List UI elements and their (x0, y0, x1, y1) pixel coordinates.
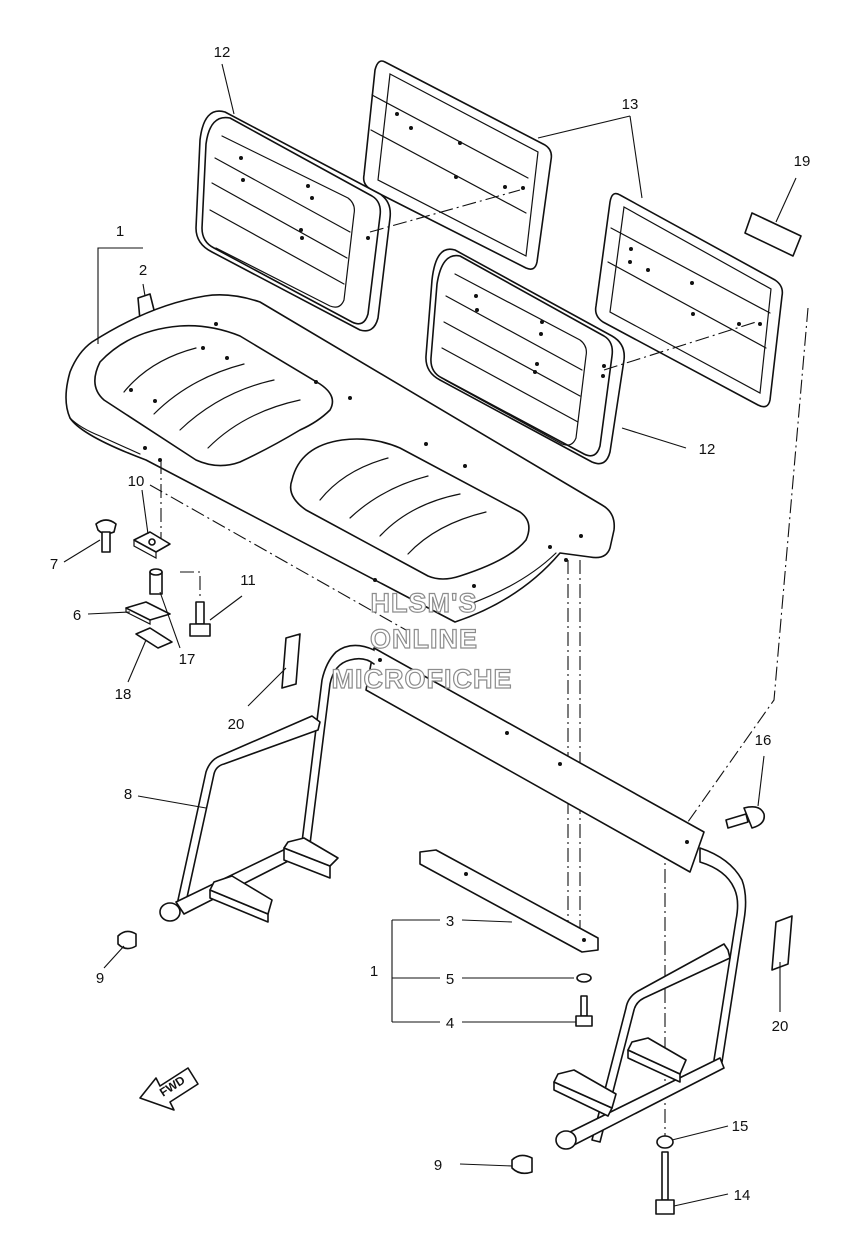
callout-5: 5 (446, 971, 454, 988)
callout-19: 19 (794, 153, 811, 170)
backrest-panel-13-right (594, 192, 784, 408)
callout-16: 16 (755, 732, 772, 749)
callout-8: 8 (124, 786, 132, 803)
callout-7: 7 (50, 556, 58, 573)
plate-3 (419, 849, 599, 953)
bolt-7 (95, 519, 117, 553)
end-cap-9-left (117, 930, 137, 950)
callout-20-left: 20 (228, 716, 245, 733)
watermark-line-1: HLSM'S (371, 588, 478, 618)
callout-1-top: 1 (116, 223, 124, 240)
label-sticker-20-right (771, 915, 793, 971)
bracket-10 (133, 531, 171, 560)
backrest-panel-13-center (362, 60, 553, 270)
callout-4: 4 (446, 1015, 454, 1032)
bolt-16 (725, 806, 766, 829)
bolt-14 (655, 1151, 675, 1215)
washer-5 (576, 973, 592, 983)
plate-18 (135, 627, 173, 649)
callout-9-left: 9 (96, 970, 104, 987)
callout-14: 14 (734, 1187, 751, 1204)
watermark-line-2: ONLINE (370, 624, 478, 654)
callout-2: 2 (139, 262, 147, 279)
backrest-cushion-12-right (425, 248, 626, 465)
seat-cushion-1 (65, 294, 616, 623)
callout-10: 10 (128, 473, 145, 490)
watermark: HLSM'S ONLINE MICROFICHE (331, 587, 513, 694)
callout-11: 11 (240, 572, 256, 589)
end-cap-9-right (511, 1154, 533, 1175)
seat-frame-8 (159, 644, 747, 1150)
callout-3: 3 (446, 913, 454, 930)
callout-6: 6 (73, 607, 81, 624)
callout-18: 18 (115, 686, 132, 703)
callout-12-left: 12 (214, 44, 231, 61)
label-sticker-19 (744, 212, 802, 257)
backrest-cushion-12-left (195, 110, 392, 332)
watermark-line-3: MICROFICHE (332, 664, 513, 694)
callout-15: 15 (732, 1118, 749, 1135)
callout-20-right: 20 (772, 1018, 789, 1035)
callout-13: 13 (622, 96, 639, 113)
leader-lines (63, 63, 797, 1207)
callout-17: 17 (179, 651, 196, 668)
bolt-4 (575, 995, 593, 1027)
callout-12-right: 12 (699, 441, 716, 458)
label-sticker-20-left (281, 633, 301, 689)
callout-numbers: 1 2 12 13 19 12 10 7 6 11 17 18 20 8 16 … (50, 44, 811, 1204)
callout-9-right: 9 (434, 1157, 442, 1174)
spacer-17 (149, 568, 163, 595)
callout-1-bottom: 1 (370, 963, 378, 980)
washer-15 (656, 1135, 674, 1149)
plate-6 (125, 601, 171, 625)
fwd-direction-arrow: FWD (139, 1067, 199, 1111)
bolt-11 (189, 601, 211, 637)
